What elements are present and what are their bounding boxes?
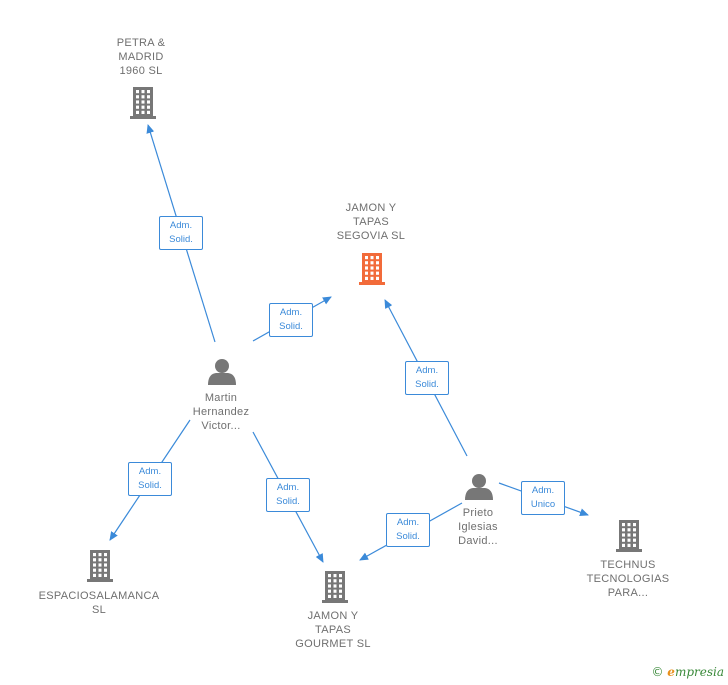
brand-name: mpresia [674,665,724,679]
icons-layer [87,87,642,603]
martin-person-icon[interactable] [208,359,236,385]
node-label-technus[interactable]: TECHNUS TECNOLOGIAS PARA... [586,559,670,599]
edge-label-martin-to-petra[interactable]: Adm. Solid. [159,216,203,250]
copyright-symbol: © [651,665,664,679]
edge-label-martin-to-jamon_gourmet[interactable]: Adm. Solid. [266,478,310,512]
edges-layer [109,124,589,563]
brand-initial: e [667,665,675,679]
jamon-gourmet-building-icon[interactable] [322,571,348,603]
empresia-watermark: © empresia [651,665,724,679]
edge-label-martin-to-espacio[interactable]: Adm. Solid. [128,462,172,496]
edge-label-prieto-to-jamon_segovia[interactable]: Adm. Solid. [405,361,449,395]
edge-label-martin-to-jamon_segovia[interactable]: Adm. Solid. [269,303,313,337]
node-label-jamon-segovia[interactable]: JAMON Y TAPAS SEGOVIA SL [336,202,406,242]
node-label-petra[interactable]: PETRA & MADRID 1960 SL [116,37,166,77]
espacio-building-icon[interactable] [87,550,113,582]
technus-building-icon[interactable] [616,520,642,552]
node-label-prieto[interactable]: Prieto Iglesias David... [458,507,498,547]
node-label-martin[interactable]: Martin Hernandez Victor... [192,392,250,432]
prieto-person-icon[interactable] [465,474,493,500]
node-label-jamon-gourmet[interactable]: JAMON Y TAPAS GOURMET SL [295,610,371,650]
petra-building-icon[interactable] [130,87,156,119]
jamon-segovia-building-icon[interactable] [359,253,385,285]
edge-label-prieto-to-jamon_gourmet[interactable]: Adm. Solid. [386,513,430,547]
edge-label-prieto-to-technus[interactable]: Adm. Unico [521,481,565,515]
node-label-espacio[interactable]: ESPACIOSALAMANCA SL [38,590,160,616]
